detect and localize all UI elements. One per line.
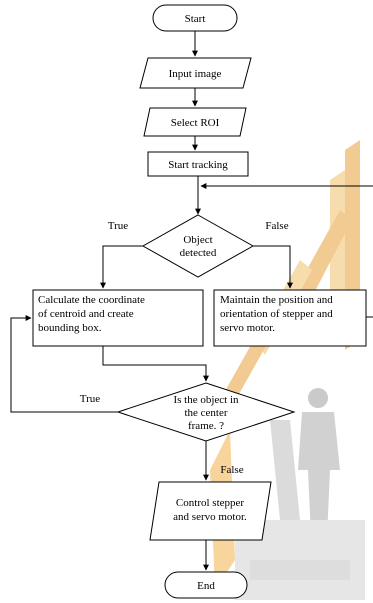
- input-image-box: Input image: [139, 57, 252, 89]
- start-terminal: Start: [152, 4, 238, 32]
- center-frame-decision: Is the object in the center frame. ?: [116, 382, 296, 442]
- start-label: Start: [185, 13, 206, 25]
- calculate-line1: Calculate the coordinate: [38, 294, 145, 306]
- end-terminal: End: [164, 571, 248, 599]
- false-label-1: False: [265, 220, 288, 232]
- calculate-box: Calculate the coordinate of centroid and…: [32, 289, 204, 347]
- maintain-line2: orientation of stepper and: [220, 308, 333, 320]
- calculate-line3: bounding box.: [38, 322, 102, 334]
- arrow-false-branch: [253, 245, 293, 289]
- object-detected-line2: detected: [180, 247, 217, 259]
- true-label-2: True: [80, 393, 100, 405]
- start-tracking-label: Start tracking: [168, 159, 228, 171]
- arrow-true-branch: [100, 245, 143, 289]
- arrow-calculate-to-center: [102, 346, 209, 382]
- true-label-1: True: [108, 220, 128, 232]
- start-tracking-box: Start tracking: [147, 151, 249, 177]
- maintain-line3: servo motor.: [220, 322, 275, 334]
- calculate-line2: of centroid and create: [38, 308, 134, 320]
- center-line3: frame. ?: [188, 420, 224, 432]
- input-image-label: Input image: [169, 68, 222, 80]
- maintain-line1: Maintain the position and: [220, 294, 333, 306]
- arrow-true-loop: [10, 315, 118, 413]
- select-roi-box: Select ROI: [143, 107, 247, 137]
- control-box: Control stepper and servo motor.: [149, 481, 272, 541]
- center-line2: the center: [184, 407, 227, 419]
- object-detected-decision: Object detected: [141, 214, 255, 278]
- control-line2: and servo motor.: [173, 511, 247, 523]
- false-label-2: False: [220, 464, 243, 476]
- select-roi-label: Select ROI: [171, 117, 220, 129]
- end-label: End: [197, 580, 215, 592]
- center-line1: Is the object in: [173, 394, 239, 406]
- object-detected-line1: Object: [183, 234, 212, 246]
- maintain-box: Maintain the position and orientation of…: [213, 289, 367, 347]
- control-line1: Control stepper: [176, 497, 244, 509]
